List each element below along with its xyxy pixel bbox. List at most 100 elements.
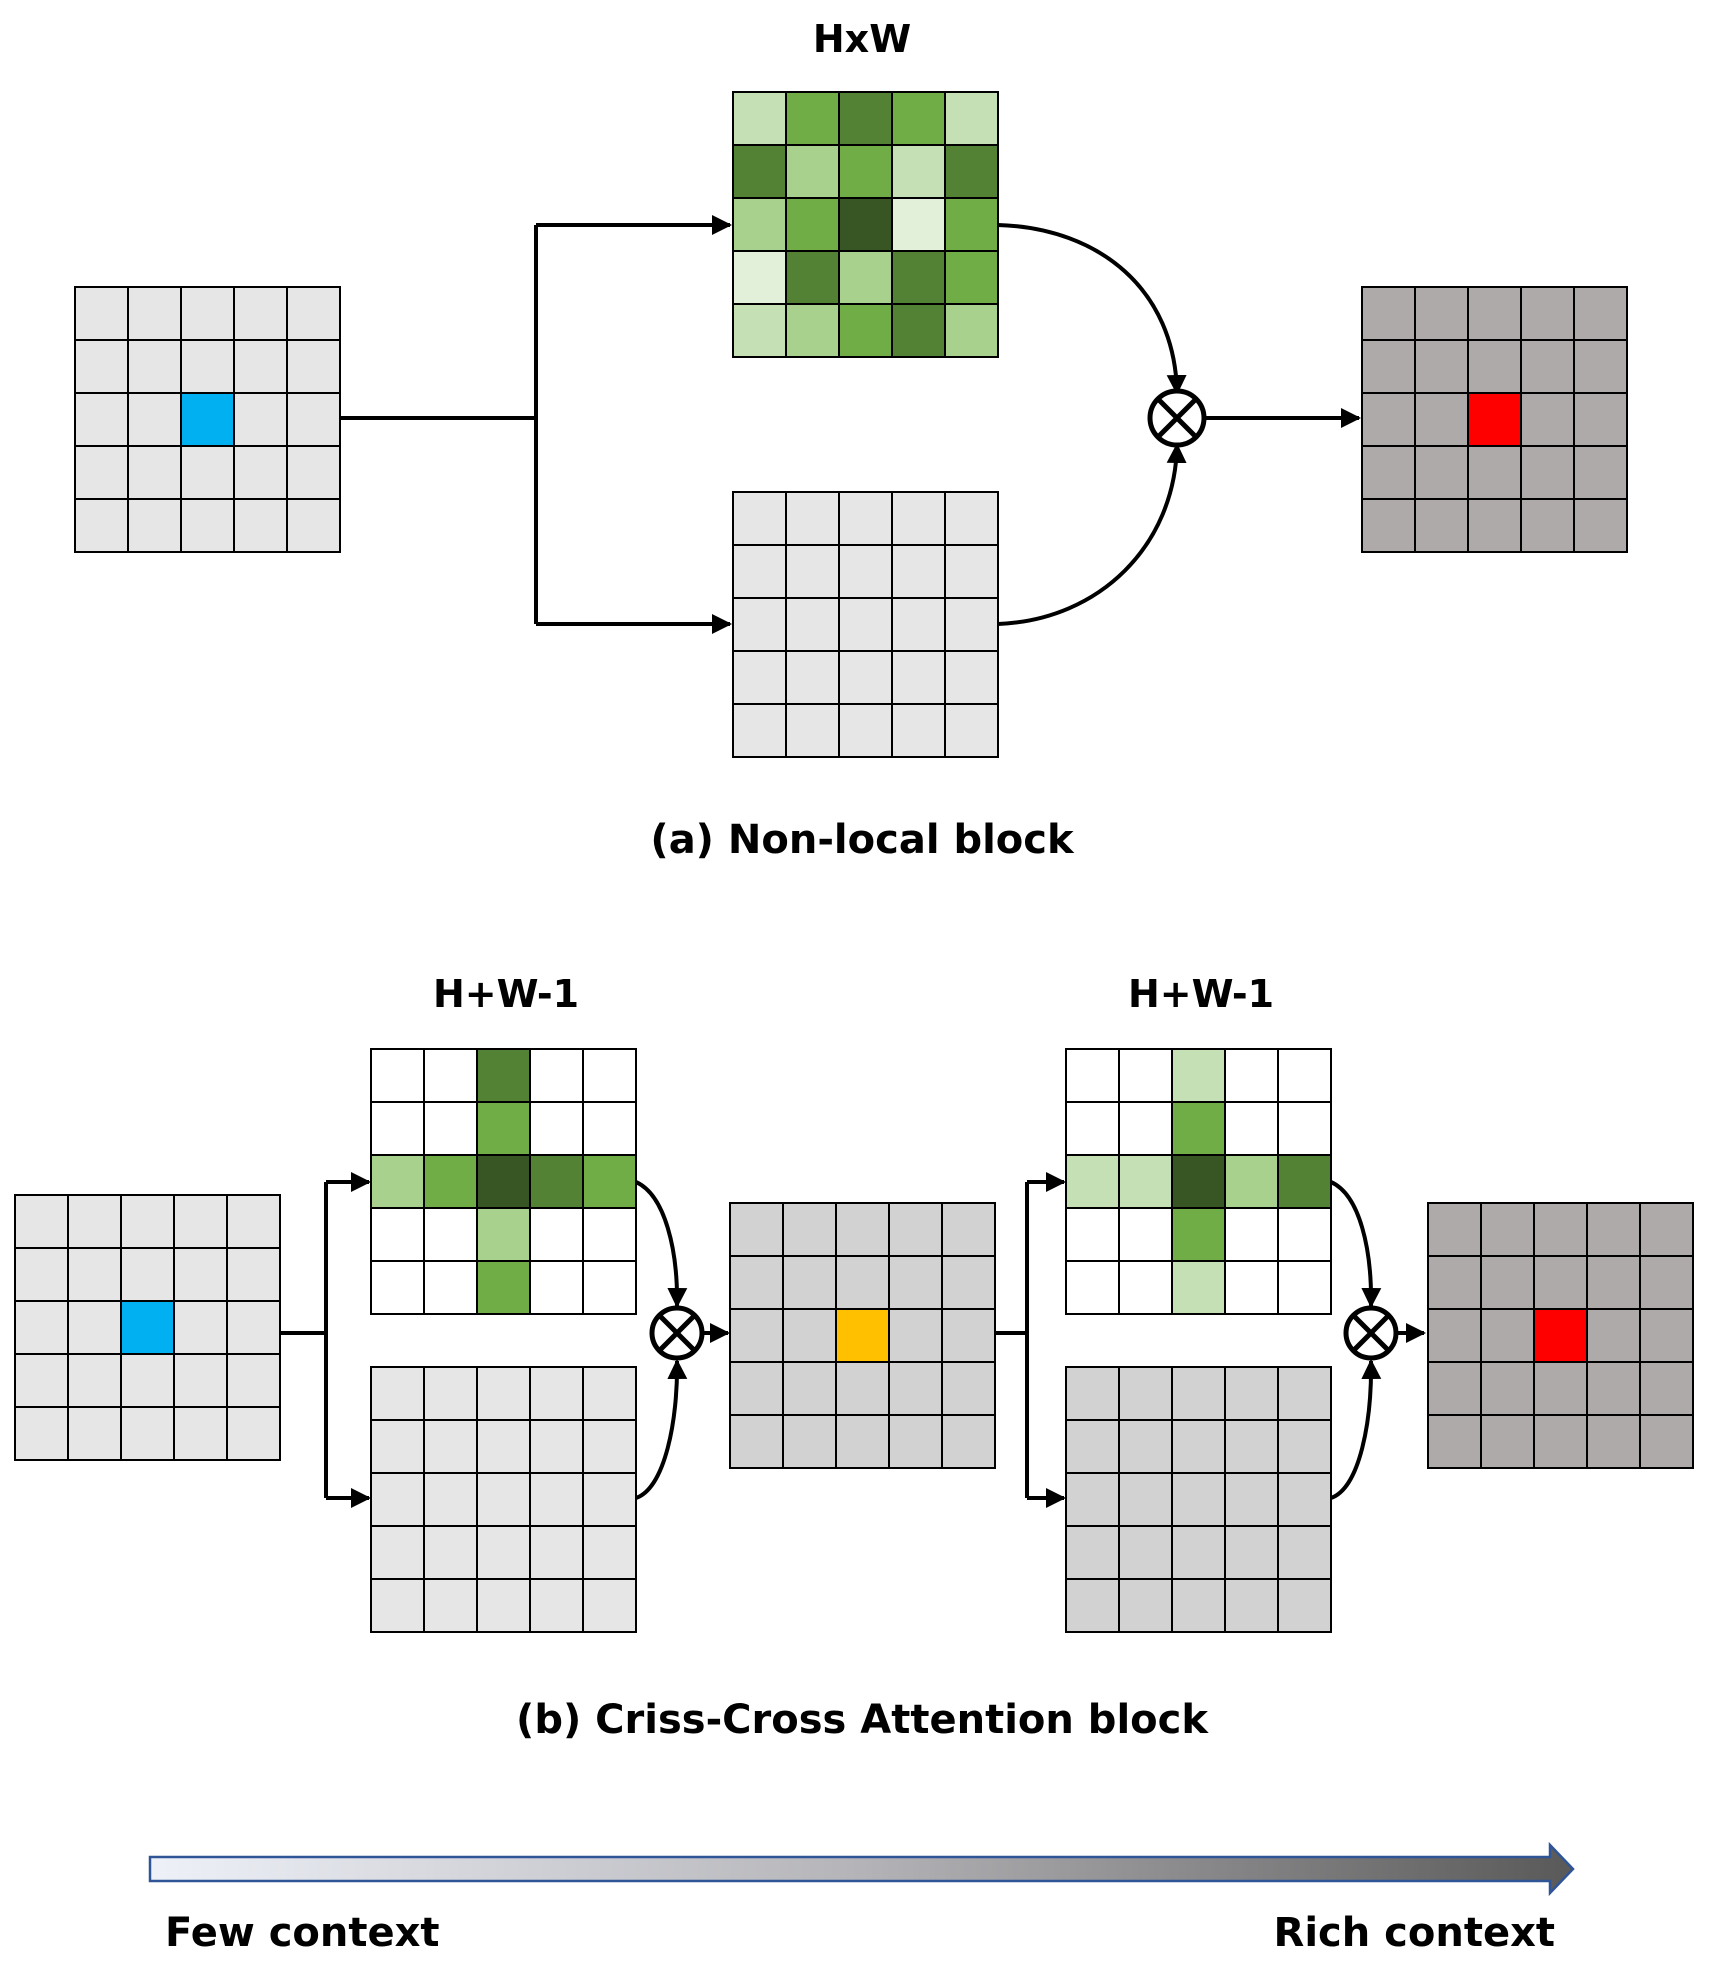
grid-cell (1414, 339, 1469, 394)
grid-cell (529, 1578, 584, 1633)
panel-a-size-label: HxW (813, 17, 911, 61)
attention-cell (838, 197, 893, 252)
grid-cell (173, 1300, 228, 1355)
attention-cell (1065, 1048, 1120, 1103)
grid-cell (1520, 339, 1575, 394)
cca-attention-map-1 (370, 1048, 637, 1315)
grid-cell (1639, 1414, 1694, 1469)
grid-cell (891, 491, 946, 546)
attention-cell (476, 1207, 531, 1262)
grid-cell (14, 1194, 69, 1249)
attention-cell (1277, 1260, 1332, 1315)
grid-cell (1414, 392, 1469, 447)
cca-input-grid (14, 1194, 281, 1461)
grid-cell (1573, 392, 1628, 447)
grid-cell (233, 498, 288, 553)
attention-cell (785, 250, 840, 305)
grid-cell (127, 445, 182, 500)
grid-cell (1533, 1414, 1588, 1469)
grid-cell (1171, 1525, 1226, 1580)
grid-cell (732, 544, 787, 599)
attention-cell (838, 250, 893, 305)
attention-cell (370, 1154, 425, 1209)
grid-cell (1480, 1414, 1535, 1469)
grid-cell (582, 1578, 637, 1633)
grid-cell (785, 650, 840, 705)
attention-cell (891, 250, 946, 305)
grid-cell (120, 1194, 175, 1249)
grid-cell (888, 1308, 943, 1363)
grid-cell (941, 1255, 996, 1310)
grid-cell (120, 1300, 175, 1355)
attention-cell (838, 91, 893, 146)
grid-cell (732, 491, 787, 546)
attention-cell (423, 1154, 478, 1209)
attention-cell (944, 250, 999, 305)
cca-attention-2-to-multiply-arrow (1330, 1180, 1382, 1308)
grid-cell (1361, 445, 1416, 500)
attention-cell (582, 1260, 637, 1315)
attention-cell (1118, 1207, 1173, 1262)
grid-cell (1277, 1366, 1332, 1421)
grid-cell (944, 544, 999, 599)
grid-cell (838, 544, 893, 599)
attention-cell (582, 1101, 637, 1156)
grid-cell (1118, 1366, 1173, 1421)
grid-cell (226, 1194, 281, 1249)
nonlocal-multiply-icon (1147, 388, 1207, 448)
attention-cell (944, 144, 999, 199)
grid-cell (120, 1406, 175, 1461)
attention-cell (529, 1101, 584, 1156)
grid-cell (835, 1255, 890, 1310)
attention-cell (785, 197, 840, 252)
grid-cell (1533, 1255, 1588, 1310)
grid-cell (582, 1366, 637, 1421)
grid-cell (1427, 1308, 1482, 1363)
attention-cell (1224, 1048, 1279, 1103)
grid-cell (173, 1194, 228, 1249)
attention-cell (732, 144, 787, 199)
nonlocal-attention-map (732, 91, 999, 358)
grid-cell (941, 1414, 996, 1469)
attention-cell (1277, 1207, 1332, 1262)
grid-cell (67, 1300, 122, 1355)
rich-context-label: Rich context (1274, 1910, 1555, 1956)
grid-cell (226, 1300, 281, 1355)
grid-cell (127, 286, 182, 341)
grid-cell (1171, 1472, 1226, 1527)
grid-cell (729, 1202, 784, 1257)
grid-cell (1361, 498, 1416, 553)
grid-cell (173, 1247, 228, 1302)
cca-value-1-to-multiply-arrow (635, 1359, 688, 1500)
grid-cell (785, 597, 840, 652)
attention-cell (732, 303, 787, 358)
context-gradient-arrow: Few context Rich context (148, 1841, 1575, 1956)
grid-cell (1427, 1361, 1482, 1416)
attention-cell (370, 1048, 425, 1103)
grid-cell (1171, 1578, 1226, 1633)
grid-cell (891, 544, 946, 599)
grid-cell (732, 703, 787, 758)
grid-cell (1118, 1472, 1173, 1527)
grid-cell (1573, 286, 1628, 341)
grid-cell (120, 1353, 175, 1408)
grid-cell (1414, 286, 1469, 341)
grid-cell (233, 445, 288, 500)
grid-cell (1427, 1414, 1482, 1469)
grid-cell (944, 491, 999, 546)
grid-cell (729, 1308, 784, 1363)
attention-cell (1065, 1154, 1120, 1209)
grid-cell (529, 1525, 584, 1580)
cca-attention-map-2 (1065, 1048, 1332, 1315)
attention-cell (785, 91, 840, 146)
grid-cell (835, 1361, 890, 1416)
attention-cell (1277, 1048, 1332, 1103)
grid-cell (944, 597, 999, 652)
attention-cell (732, 197, 787, 252)
grid-cell (74, 392, 129, 447)
nonlocal-input-grid (74, 286, 341, 553)
grid-cell (233, 286, 288, 341)
grid-cell (1427, 1255, 1482, 1310)
grid-cell (74, 498, 129, 553)
grid-cell (729, 1414, 784, 1469)
